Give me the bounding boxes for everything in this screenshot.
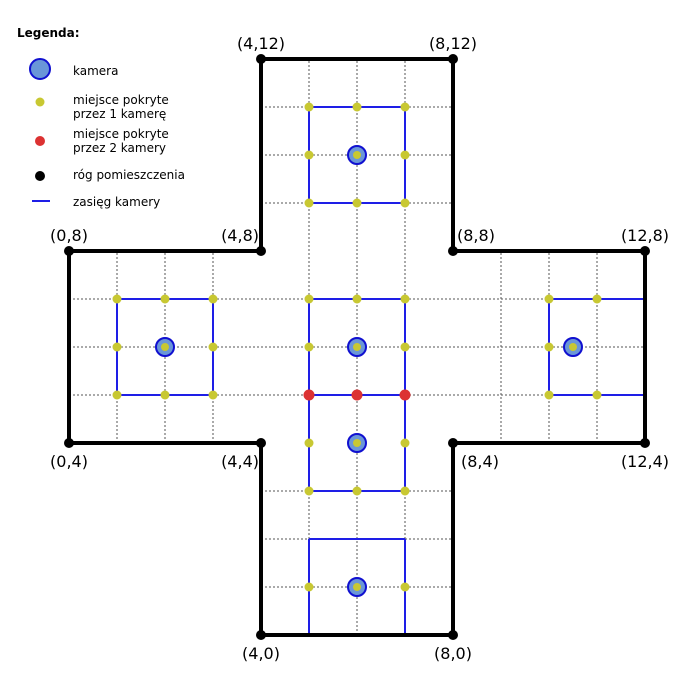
corner-coordinate-label: (0,4) bbox=[50, 452, 88, 471]
single-coverage-point bbox=[400, 582, 410, 592]
camera-center-point bbox=[353, 343, 361, 351]
corner-coordinate-label: (4,0) bbox=[242, 644, 280, 663]
single-coverage-point bbox=[400, 342, 410, 352]
single-coverage-point bbox=[544, 390, 554, 400]
single-coverage-point bbox=[160, 390, 170, 400]
legend-double-symbol bbox=[35, 136, 45, 146]
room-corner-point bbox=[448, 246, 458, 256]
single-coverage-point bbox=[400, 102, 410, 112]
room-corner-point bbox=[640, 438, 650, 448]
single-coverage-point bbox=[112, 342, 122, 352]
legend-camera-symbol bbox=[29, 58, 51, 80]
legend: Legenda: kamera miejsce pokryte przez 1 … bbox=[17, 26, 185, 209]
single-coverage-point bbox=[304, 486, 314, 496]
single-coverage-point bbox=[400, 294, 410, 304]
camera-range-lines bbox=[116, 106, 645, 635]
single-coverage-point bbox=[208, 390, 218, 400]
corner-coordinate-label: (12,4) bbox=[621, 452, 669, 471]
single-coverage-point bbox=[304, 198, 314, 208]
legend-single-label-line1: miejsce pokryte bbox=[73, 93, 169, 107]
legend-single-label-line2: przez 1 kamerę bbox=[73, 107, 166, 121]
corner-coordinate-label: (0,8) bbox=[50, 226, 88, 245]
room-corner-point bbox=[256, 246, 266, 256]
legend-single-symbol bbox=[35, 97, 45, 107]
corner-coordinate-label: (8,8) bbox=[457, 226, 495, 245]
single-coverage-point bbox=[400, 438, 410, 448]
legend-camera-label: kamera bbox=[73, 64, 118, 78]
corner-labels: (4,12) (8,12) (0,8) (4,8) (8,8) (12,8) (0,4) (4… bbox=[50, 34, 669, 663]
legend-corner-symbol bbox=[35, 171, 45, 181]
room-corner-point bbox=[256, 54, 266, 64]
single-coverage-point bbox=[400, 198, 410, 208]
room-corner-point bbox=[448, 438, 458, 448]
camera-center-point bbox=[353, 151, 361, 159]
corner-coordinate-label: (4,4) bbox=[221, 452, 259, 471]
single-coverage-point bbox=[544, 342, 554, 352]
camera-center-point bbox=[353, 583, 361, 591]
single-coverage-point bbox=[592, 390, 602, 400]
room-corners bbox=[64, 54, 650, 640]
single-coverage-point bbox=[208, 294, 218, 304]
single-coverage-point bbox=[352, 486, 362, 496]
corner-coordinate-label: (4,12) bbox=[237, 34, 285, 53]
corner-coordinate-label: (4,8) bbox=[221, 226, 259, 245]
single-coverage-point bbox=[304, 582, 314, 592]
camera-center-point bbox=[353, 439, 361, 447]
single-coverage-point bbox=[304, 342, 314, 352]
single-coverage-point bbox=[208, 342, 218, 352]
single-coverage-point bbox=[544, 294, 554, 304]
single-coverage-point bbox=[352, 198, 362, 208]
legend-range-label: zasięg kamery bbox=[73, 195, 160, 209]
corner-coordinate-label: (8,4) bbox=[461, 452, 499, 471]
single-coverage-point bbox=[400, 486, 410, 496]
room-corner-point bbox=[256, 438, 266, 448]
single-coverage-point bbox=[160, 294, 170, 304]
legend-double-label-line2: przez 2 kamery bbox=[73, 141, 166, 155]
corner-coordinate-label: (8,12) bbox=[429, 34, 477, 53]
single-coverage-point bbox=[112, 294, 122, 304]
double-coverage-point bbox=[351, 389, 363, 401]
double-coverage-point bbox=[399, 389, 411, 401]
double-coverage-point bbox=[303, 389, 315, 401]
room-corner-point bbox=[640, 246, 650, 256]
cameras bbox=[155, 145, 583, 597]
room-corner-point bbox=[64, 246, 74, 256]
corner-coordinate-label: (12,8) bbox=[621, 226, 669, 245]
room-corner-point bbox=[448, 630, 458, 640]
single-coverage-point bbox=[112, 390, 122, 400]
camera-center-point bbox=[161, 343, 169, 351]
single-coverage-point bbox=[592, 294, 602, 304]
single-coverage-point bbox=[304, 294, 314, 304]
room-corner-point bbox=[64, 438, 74, 448]
legend-title: Legenda: bbox=[17, 26, 80, 40]
legend-corner-label: róg pomieszczenia bbox=[73, 168, 185, 182]
single-coverage-point bbox=[304, 438, 314, 448]
corner-coordinate-label: (8,0) bbox=[434, 644, 472, 663]
camera-center-point bbox=[569, 343, 577, 351]
single-coverage-point bbox=[352, 102, 362, 112]
single-coverage-point bbox=[304, 150, 314, 160]
single-coverage-point bbox=[352, 294, 362, 304]
single-coverage-point bbox=[400, 150, 410, 160]
legend-double-label-line1: miejsce pokryte bbox=[73, 127, 169, 141]
room-corner-point bbox=[256, 630, 266, 640]
room-corner-point bbox=[448, 54, 458, 64]
coverage-points bbox=[112, 102, 602, 592]
single-coverage-point bbox=[304, 102, 314, 112]
